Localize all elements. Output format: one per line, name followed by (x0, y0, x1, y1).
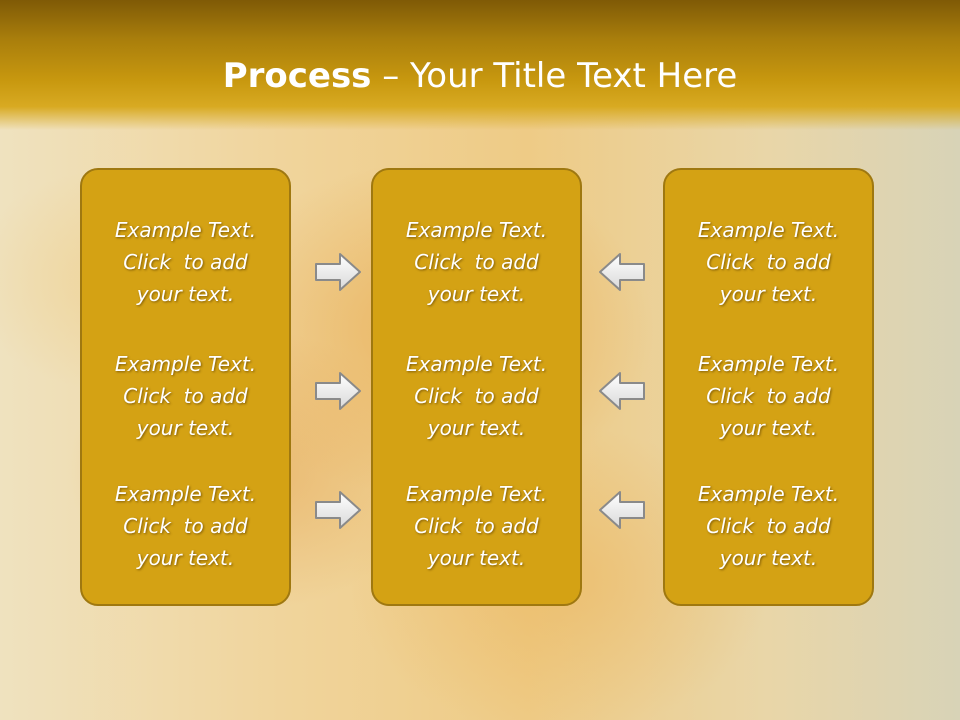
text-line: Click to add (706, 514, 831, 538)
left-arrow-icon (599, 253, 645, 291)
text-line: Click to add (414, 250, 539, 274)
text-line: your text. (719, 416, 818, 440)
process-box-right[interactable]: Example Text. Click to add your text. Ex… (663, 168, 874, 606)
process-box-center[interactable]: Example Text. Click to add your text. Ex… (371, 168, 582, 606)
text-block[interactable]: Example Text. Click to add your text. (665, 214, 872, 310)
slide-title[interactable]: Process – Your Title Text Here (0, 54, 960, 98)
text-line: Example Text. (697, 352, 840, 376)
process-box-left[interactable]: Example Text. Click to add your text. Ex… (80, 168, 291, 606)
text-line: your text. (136, 282, 235, 306)
left-arrow-icon (599, 491, 645, 529)
text-line: Click to add (414, 384, 539, 408)
text-block[interactable]: Example Text. Click to add your text. (82, 214, 289, 310)
text-line: Example Text. (405, 352, 548, 376)
text-line: your text. (136, 416, 235, 440)
left-arrow-icon (599, 372, 645, 410)
text-block[interactable]: Example Text. Click to add your text. (665, 478, 872, 574)
text-line: your text. (427, 546, 526, 570)
title-rest: – Your Title Text Here (371, 56, 738, 96)
text-line: your text. (427, 282, 526, 306)
text-block[interactable]: Example Text. Click to add your text. (373, 214, 580, 310)
text-line: Example Text. (405, 482, 548, 506)
text-block[interactable]: Example Text. Click to add your text. (373, 348, 580, 444)
right-arrow-icon (315, 491, 361, 529)
text-block[interactable]: Example Text. Click to add your text. (373, 478, 580, 574)
title-bold: Process (222, 56, 372, 96)
text-line: Click to add (706, 384, 831, 408)
right-arrow-icon (315, 372, 361, 410)
title-bar (0, 0, 960, 130)
text-block[interactable]: Example Text. Click to add your text. (665, 348, 872, 444)
text-line: Example Text. (697, 218, 840, 242)
text-line: your text. (719, 546, 818, 570)
text-line: Example Text. (114, 352, 257, 376)
text-line: Example Text. (114, 482, 257, 506)
text-line: Example Text. (114, 218, 257, 242)
text-line: Click to add (706, 250, 831, 274)
text-line: Example Text. (697, 482, 840, 506)
text-line: Click to add (414, 514, 539, 538)
text-line: Click to add (123, 514, 248, 538)
text-line: your text. (427, 416, 526, 440)
text-line: your text. (719, 282, 818, 306)
text-line: Click to add (123, 250, 248, 274)
right-arrow-icon (315, 253, 361, 291)
text-block[interactable]: Example Text. Click to add your text. (82, 348, 289, 444)
text-line: Click to add (123, 384, 248, 408)
text-line: Example Text. (405, 218, 548, 242)
text-block[interactable]: Example Text. Click to add your text. (82, 478, 289, 574)
text-line: your text. (136, 546, 235, 570)
